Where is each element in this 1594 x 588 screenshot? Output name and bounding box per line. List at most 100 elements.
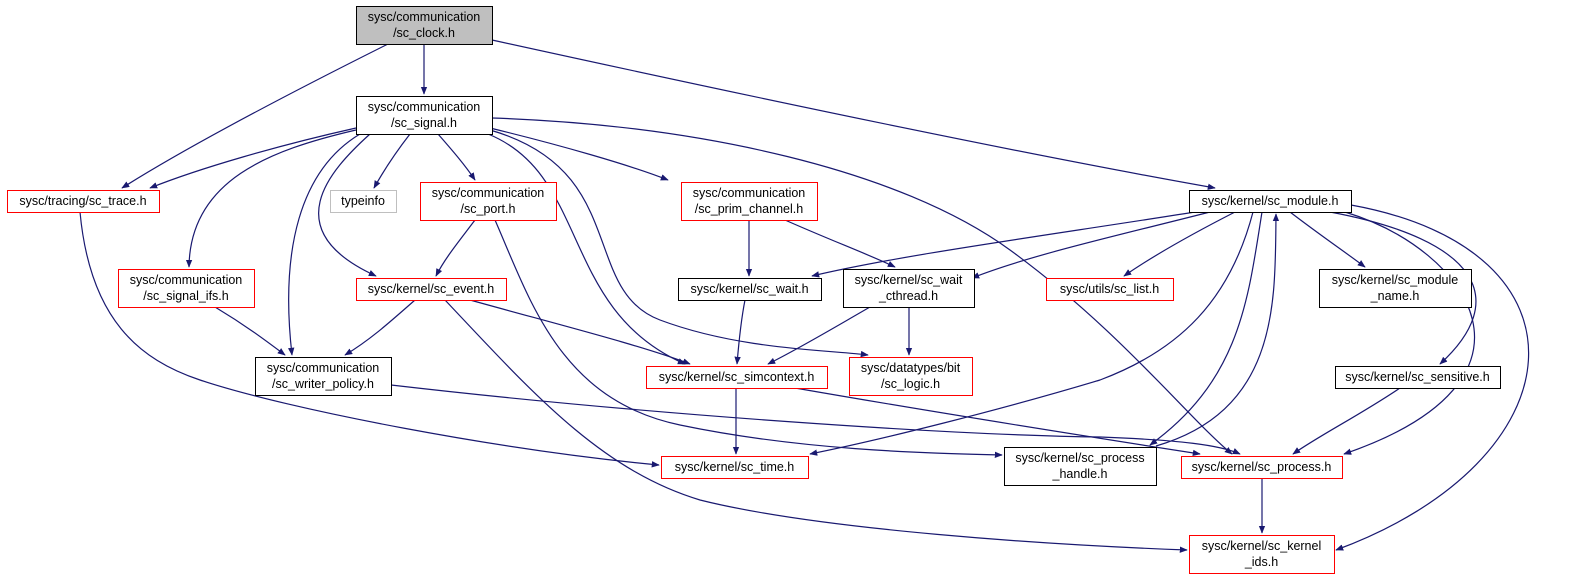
node-box — [678, 278, 822, 301]
node-label: sysc/communication — [693, 186, 806, 200]
node-signal-ifs[interactable]: sysc/communication/sc_signal_ifs.h — [118, 269, 255, 308]
edge-signal-to-signal_ifs — [185, 129, 357, 268]
edge-signal-to-process — [491, 117, 1233, 455]
node-signal[interactable]: sysc/communication/sc_signal.h — [356, 96, 493, 135]
node-label: _name.h — [1370, 289, 1420, 303]
node-label: /sc_prim_channel.h — [695, 202, 803, 216]
node-label: sysc/tracing/sc_trace.h — [19, 194, 146, 208]
node-box — [7, 190, 160, 213]
node-time[interactable]: sysc/kernel/sc_time.h — [661, 456, 809, 479]
node-process-handle[interactable]: sysc/kernel/sc_process _handle.h — [1004, 447, 1157, 486]
node-box — [420, 182, 557, 221]
node-wait-cthread[interactable]: sysc/kernel/sc_wait_cthread.h — [843, 269, 975, 308]
node-box — [646, 366, 828, 389]
node-writer[interactable]: sysc/communication/sc_writer_policy.h — [255, 357, 392, 396]
edge-signal-to-port — [437, 133, 476, 181]
node-box — [1189, 535, 1335, 574]
edge-module-to-process_handle — [1149, 211, 1263, 446]
node-box — [1319, 269, 1472, 308]
node-label: sysc/datatypes/bit — [861, 361, 961, 375]
edge-clock-to-trace — [121, 43, 389, 189]
node-list[interactable]: sysc/utils/sc_list.h — [1046, 278, 1174, 301]
node-box — [1004, 447, 1157, 486]
edge-event-to-writer — [344, 299, 416, 356]
node-box — [1189, 190, 1352, 213]
edge-process_handle-to-module — [1155, 213, 1280, 447]
node-label: sysc/kernel/sc_kernel — [1202, 539, 1322, 553]
node-typeinfo[interactable]: typeinfo — [330, 190, 397, 213]
node-label: sysc/communication — [267, 361, 380, 375]
edge-port-to-event — [435, 219, 476, 277]
node-label: /sc_port.h — [461, 202, 516, 216]
node-label: sysc/kernel/sc_wait.h — [690, 282, 808, 296]
edge-writer-to-process — [390, 384, 1241, 455]
node-module[interactable]: sysc/kernel/sc_module.h — [1189, 190, 1352, 213]
edge-event-to-simcontext — [469, 299, 691, 365]
node-label: sysc/kernel/sc_module.h — [1202, 194, 1339, 208]
edge-module-to-kernel_ids — [1335, 204, 1530, 551]
edge-prim-to-wait_cthread — [784, 219, 896, 268]
node-kernel-ids[interactable]: sysc/kernel/sc_kernel_ids.h — [1189, 535, 1335, 574]
node-box — [330, 190, 397, 213]
node-label: /sc_logic.h — [881, 377, 940, 391]
node-box — [843, 269, 975, 308]
node-label: _cthread.h — [878, 289, 938, 303]
node-box — [356, 278, 507, 301]
edge-signal-to-simcontext — [487, 133, 686, 365]
node-label: sysc/communication — [368, 100, 481, 114]
edge-module-to-wait_cthread — [971, 211, 1211, 279]
node-label: sysc/kernel/sc_process.h — [1192, 460, 1332, 474]
node-simcontext[interactable]: sysc/kernel/sc_simcontext.h — [646, 366, 828, 389]
node-box — [681, 182, 818, 221]
node-label: /sc_clock.h — [393, 26, 455, 40]
node-sensitive[interactable]: sysc/kernel/sc_sensitive.h — [1335, 366, 1501, 389]
node-label: sysc/kernel/sc_sensitive.h — [1345, 370, 1490, 384]
node-label: _handle.h — [1052, 467, 1108, 481]
node-box — [849, 357, 973, 396]
node-box — [1335, 366, 1501, 389]
edge-signal-to-writer — [288, 133, 361, 356]
edge-event-to-kernel_ids — [444, 299, 1188, 553]
edge-module-to-process — [1343, 211, 1476, 455]
node-process[interactable]: sysc/kernel/sc_process.h — [1181, 456, 1343, 479]
node-label: sysc/kernel/sc_event.h — [368, 282, 494, 296]
node-port[interactable]: sysc/communication/sc_port.h — [420, 182, 557, 221]
edge-signal-to-prim — [489, 127, 669, 181]
node-logic[interactable]: sysc/datatypes/bit/sc_logic.h — [849, 357, 973, 396]
node-box — [1046, 278, 1174, 301]
edge-wait-to-simcontext — [734, 299, 746, 365]
node-box — [356, 6, 493, 45]
node-prim[interactable]: sysc/communication/sc_prim_channel.h — [681, 182, 818, 221]
node-box — [356, 96, 493, 135]
edge-signal-to-event — [318, 133, 377, 277]
edge-module-to-module_name — [1289, 211, 1366, 268]
node-wait[interactable]: sysc/kernel/sc_wait.h — [678, 278, 822, 301]
edge-module-to-list — [1123, 211, 1236, 277]
nodes-layer: sysc/communication/sc_clock.hsysc/commun… — [7, 6, 1501, 574]
node-label: typeinfo — [341, 194, 385, 208]
node-trace[interactable]: sysc/tracing/sc_trace.h — [7, 190, 160, 213]
node-module-name[interactable]: sysc/kernel/sc_module _name.h — [1319, 269, 1472, 308]
edge-simcontext-to-process — [794, 387, 1201, 457]
node-clock[interactable]: sysc/communication/sc_clock.h — [356, 6, 493, 45]
node-label: sysc/kernel/sc_module — [1332, 273, 1458, 287]
node-event[interactable]: sysc/kernel/sc_event.h — [356, 278, 507, 301]
node-box — [255, 357, 392, 396]
node-box — [661, 456, 809, 479]
node-label: sysc/kernel/sc_process — [1015, 451, 1144, 465]
edge-signal-to-typeinfo — [373, 133, 411, 189]
node-label: sysc/utils/sc_list.h — [1060, 282, 1159, 296]
edge-sensitive-to-process — [1292, 387, 1401, 455]
node-label: sysc/communication — [130, 273, 243, 287]
node-box — [1181, 456, 1343, 479]
node-label: sysc/communication — [368, 10, 481, 24]
edge-port-to-process_handle — [494, 219, 1003, 459]
edge-trace-to-time — [79, 211, 660, 468]
node-label: sysc/communication — [432, 186, 545, 200]
node-label: /sc_signal_ifs.h — [143, 289, 229, 303]
edges-layer — [79, 39, 1530, 553]
edge-module-to-time — [809, 211, 1254, 456]
edge-clock-to-module — [491, 39, 1216, 190]
node-label: sysc/kernel/sc_simcontext.h — [659, 370, 815, 384]
